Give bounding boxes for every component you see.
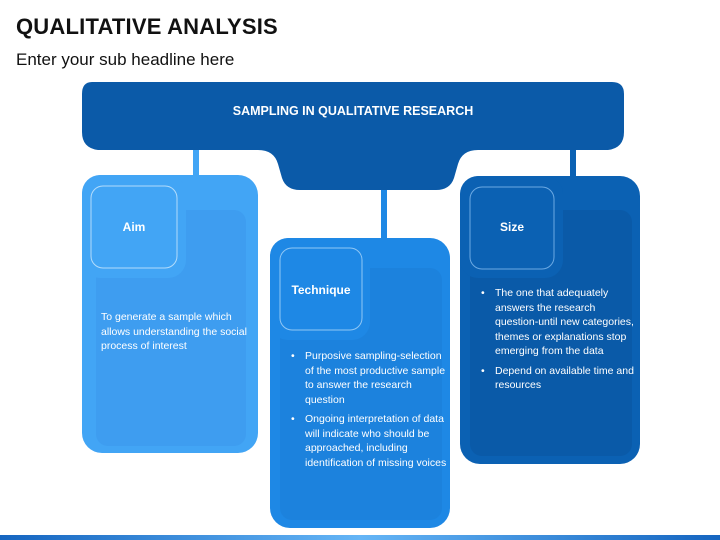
connector-technique [381,185,387,270]
technique-list: Purposive sampling-selection of the most… [287,349,447,475]
size-bullet: The one that adequately answers the rese… [481,286,637,359]
technique-label-box [279,247,363,331]
bottom-accent-bar [0,535,720,540]
technique-label: Technique [291,283,351,297]
aim-label: Aim [122,220,146,234]
technique-bullet: Ongoing interpretation of data will indi… [291,412,447,470]
aim-label-box [90,185,178,269]
size-label-box [469,186,555,270]
header-banner [82,82,624,190]
technique-bullet: Purposive sampling-selection of the most… [291,349,447,407]
header-title: SAMPLING IN QUALITATIVE RESEARCH [232,104,474,118]
page-title: QUALITATIVE ANALYSIS [16,14,278,39]
size-bullet: Depend on available time and resources [481,364,637,393]
size-list: The one that adequately answers the rese… [477,286,637,398]
size-label: Size [499,220,524,234]
aim-text: To generate a sample which allows unders… [101,311,247,352]
page-subtitle: Enter your sub headline here [16,50,235,69]
